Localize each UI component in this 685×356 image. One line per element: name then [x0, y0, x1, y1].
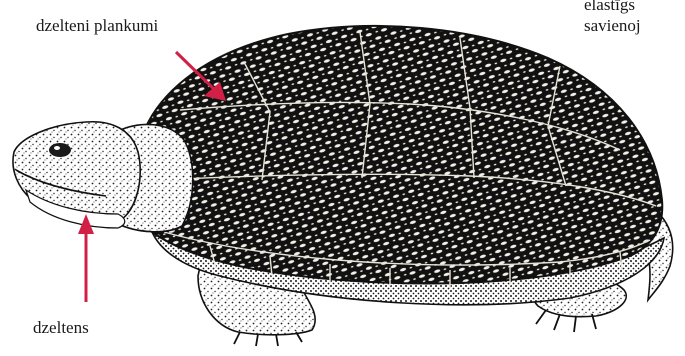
- carapace: [135, 26, 662, 283]
- eye-highlight: [54, 146, 60, 150]
- head: [13, 122, 140, 223]
- label-yellow-throat: dzeltens: [33, 319, 89, 336]
- label-flexible-joint-line2: savienoj: [584, 15, 641, 36]
- label-flexible-joint: elastīgs savienoj: [584, 0, 641, 36]
- label-flexible-joint-line1: elastīgs: [584, 0, 641, 15]
- eye: [49, 143, 71, 157]
- label-yellow-spots: dzelteni plankumi: [36, 17, 158, 34]
